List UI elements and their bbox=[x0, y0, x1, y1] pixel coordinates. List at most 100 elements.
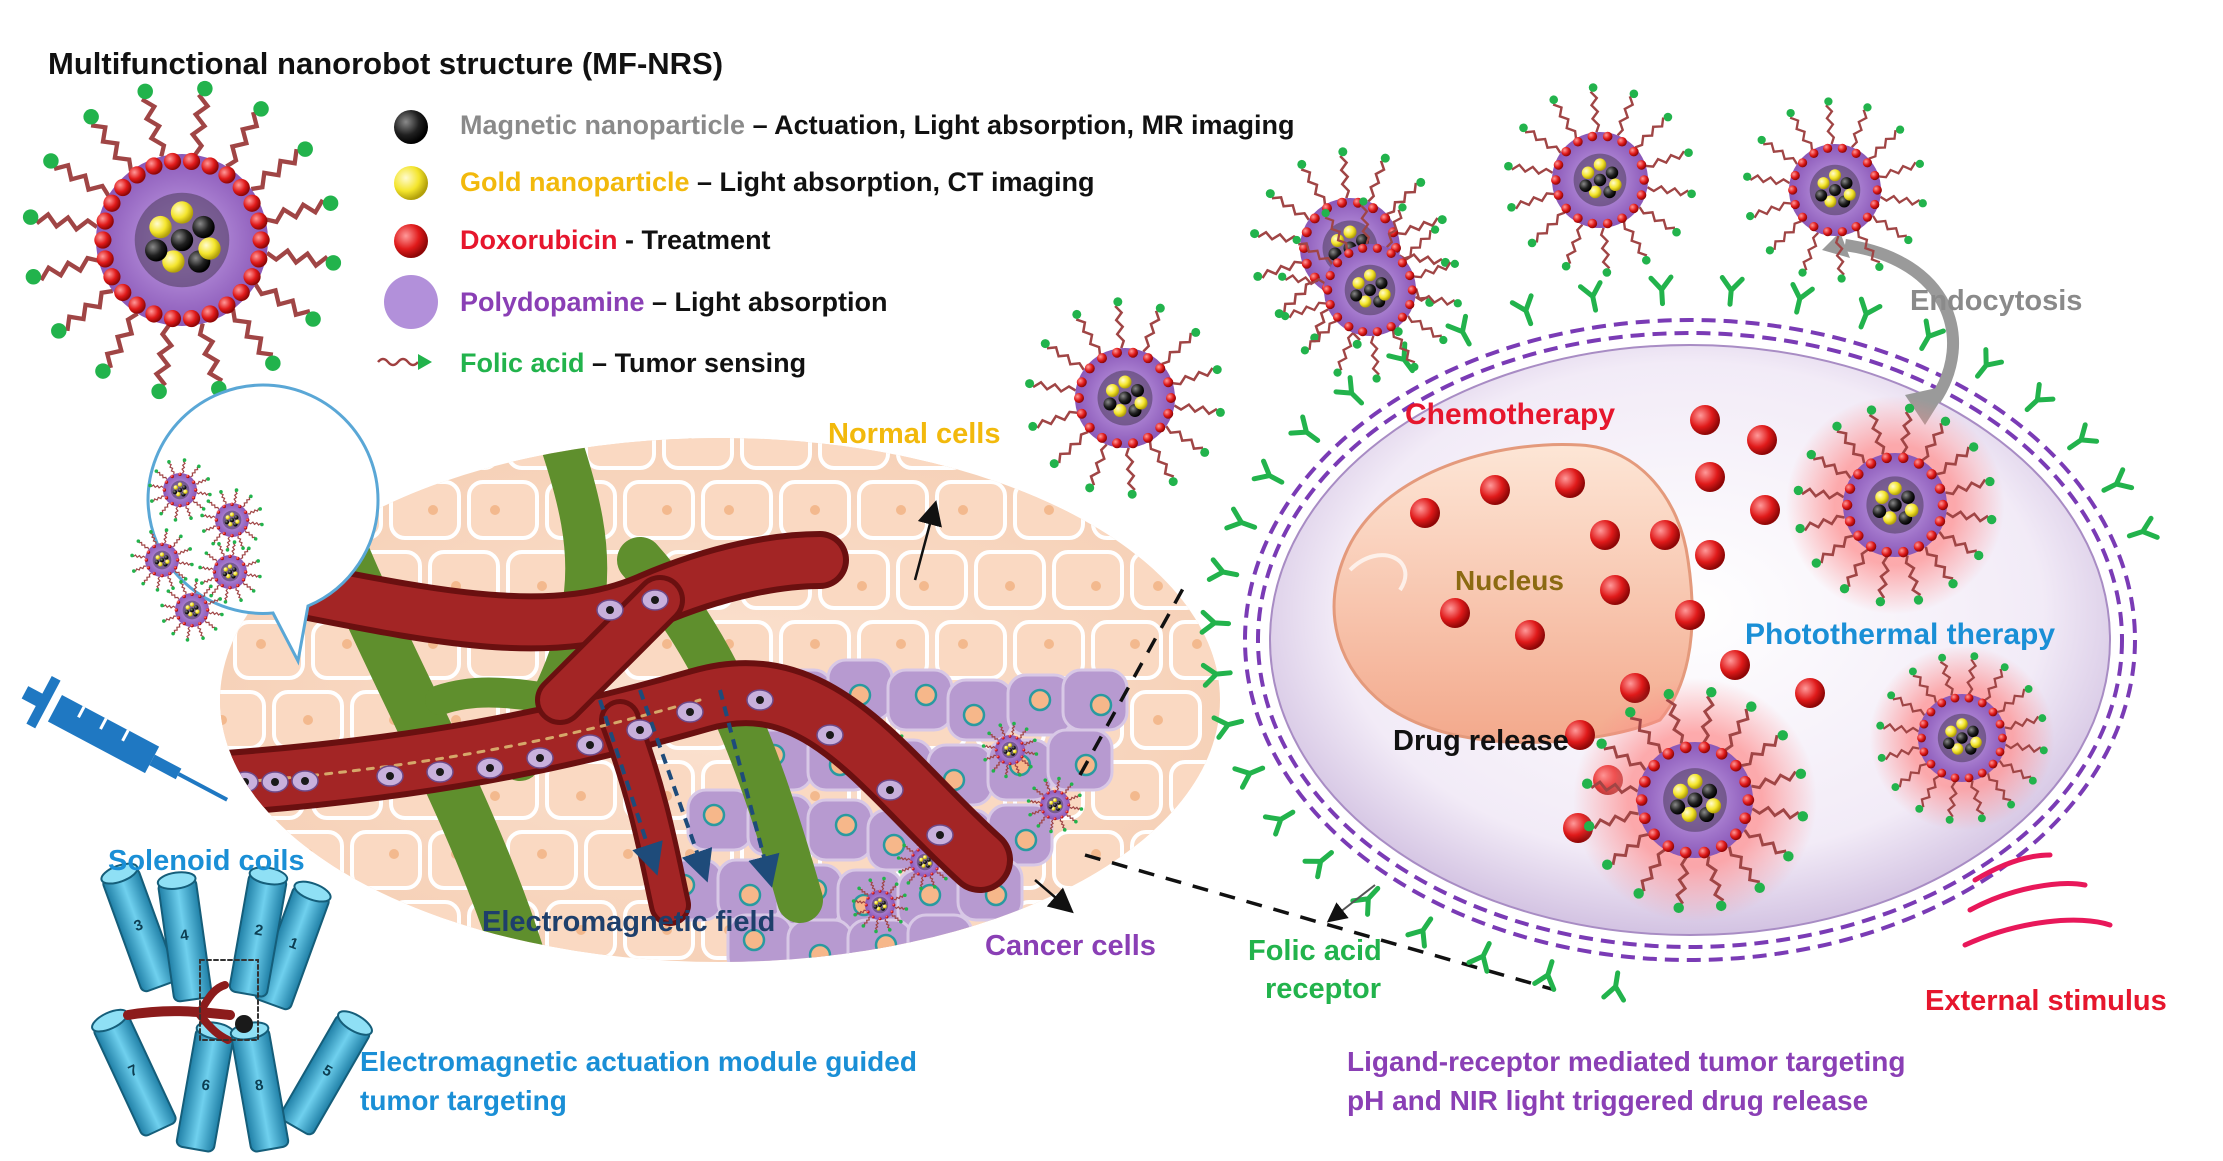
solenoid-coil: 2 bbox=[228, 866, 289, 998]
solenoid-coils-label: Solenoid coils bbox=[108, 845, 305, 877]
endocytosis-label: Endocytosis bbox=[1910, 285, 2083, 317]
vessel-nanorobot bbox=[231, 771, 259, 793]
folic-acid-receptor bbox=[1262, 809, 1296, 837]
doxorubicin-drugs bbox=[1410, 405, 1825, 843]
actuation-caption-line1: Electromagnetic actuation module guided bbox=[360, 1046, 917, 1077]
drug-release-label: Drug release bbox=[1393, 725, 1569, 757]
doxorubicin-drug bbox=[1600, 575, 1630, 605]
legend-magnetic-icon bbox=[394, 110, 428, 144]
folic-acid-receptor bbox=[1211, 715, 1245, 740]
vessel-nanorobot bbox=[596, 599, 624, 621]
doxorubicin-drug bbox=[1515, 620, 1545, 650]
legend-folic-acid-icon bbox=[377, 354, 432, 370]
nanorobot bbox=[160, 578, 224, 642]
nanorobot bbox=[981, 721, 1039, 779]
folic-acid-receptor bbox=[1445, 313, 1472, 347]
folic-acid-receptor bbox=[2067, 422, 2100, 451]
nanorobot bbox=[1025, 297, 1225, 499]
vessel-nanorobot bbox=[926, 824, 954, 846]
nanorobot bbox=[1278, 197, 1462, 383]
cancer-cells-arrow bbox=[1034, 879, 1074, 914]
legend-item-doxorubicin: Doxorubicin - Treatment bbox=[460, 225, 771, 255]
folic-acid-receptor bbox=[1199, 609, 1232, 635]
normal-cells-arrow bbox=[913, 500, 942, 581]
doxorubicin-drug bbox=[1750, 495, 1780, 525]
vessel-nanorobot bbox=[376, 765, 404, 787]
nanorobot bbox=[1743, 97, 1927, 283]
folic-acid-receptor bbox=[1577, 280, 1603, 313]
nanorobot bbox=[198, 540, 262, 604]
receptor-pointer bbox=[1326, 884, 1376, 923]
vessel-nanorobot bbox=[816, 724, 844, 746]
actuation-caption-line2: tumor targeting bbox=[360, 1085, 567, 1116]
folic-acid-receptor bbox=[2024, 381, 2056, 413]
nanorobot-structure-icon bbox=[22, 80, 342, 400]
legend-item-folic-acid: Folic acid – Tumor sensing bbox=[460, 348, 807, 378]
nanorobot bbox=[1504, 83, 1696, 277]
vessel-nanorobot bbox=[676, 701, 704, 723]
vessel-nanorobots bbox=[231, 589, 954, 846]
folic-acid-receptor bbox=[1532, 959, 1557, 992]
ligand-caption-line2: pH and NIR light triggered drug release bbox=[1347, 1085, 1869, 1116]
cancer-cells-label: Cancer cells bbox=[985, 930, 1156, 962]
vessel-nanorobot bbox=[476, 757, 504, 779]
nanorobots bbox=[1025, 83, 2055, 922]
vessel-nanorobot bbox=[261, 771, 289, 793]
figure-title: Multifunctional nanorobot structure (MF-… bbox=[48, 46, 724, 81]
coil-number: 2 bbox=[253, 921, 264, 939]
coil-number: 4 bbox=[179, 926, 190, 944]
doxorubicin-drug bbox=[1720, 650, 1750, 680]
electromagnetic-field-arrows bbox=[598, 689, 780, 888]
doxorubicin-drug bbox=[1690, 405, 1720, 435]
vessel-nanorobot bbox=[746, 689, 774, 711]
zoom-dashed-lines bbox=[1078, 584, 1556, 992]
folic-acid-receptor-label-line2: receptor bbox=[1265, 973, 1382, 1005]
doxorubicin-drug bbox=[1747, 425, 1777, 455]
doxorubicin-drug bbox=[1555, 468, 1585, 498]
folic-acid-receptor bbox=[1333, 375, 1365, 406]
nanorobot bbox=[200, 488, 264, 552]
nanorobot bbox=[22, 80, 342, 400]
doxorubicin-drug bbox=[1590, 520, 1620, 550]
doxorubicin-drug bbox=[1565, 720, 1595, 750]
folic-acid-receptor bbox=[1232, 765, 1266, 790]
folic-acid-receptor bbox=[1466, 941, 1492, 974]
folic-acid-receptor bbox=[1509, 293, 1534, 327]
electromagnetic-field-label: Electromagnetic field bbox=[482, 906, 776, 938]
nanorobot bbox=[1785, 395, 2005, 615]
ligand-caption-line1: Ligand-receptor mediated tumor targeting bbox=[1347, 1046, 1906, 1077]
legend-item-gold: Gold nanoparticle – Light absorption, CT… bbox=[460, 167, 1095, 197]
folic-acid-receptor bbox=[1719, 274, 1745, 307]
vessel-nanorobot bbox=[526, 747, 554, 769]
doxorubicin-drug bbox=[1650, 520, 1680, 550]
vessel-nanorobot bbox=[576, 734, 604, 756]
zoom-bubble bbox=[130, 383, 380, 666]
solenoid-coil: 5 bbox=[279, 1010, 373, 1136]
doxorubicin-drug bbox=[1695, 462, 1725, 492]
chemotherapy-label: Chemotherapy bbox=[1405, 398, 1616, 431]
legend-gold-icon bbox=[394, 166, 428, 200]
doxorubicin-drug bbox=[1675, 600, 1705, 630]
coil-center-vessel bbox=[123, 959, 259, 1044]
normal-cells-label: Normal cells bbox=[828, 418, 1001, 450]
solenoid-coil: 3 bbox=[100, 862, 178, 993]
legend-doxorubicin-icon bbox=[394, 224, 428, 258]
folic-acid-receptor bbox=[1858, 296, 1883, 330]
vessel-nanorobot bbox=[426, 761, 454, 783]
folic-acid-receptor bbox=[1974, 347, 2005, 379]
nanorobot bbox=[851, 876, 909, 934]
folic-acid-receptor bbox=[2101, 467, 2135, 493]
folic-acid-receptor bbox=[1648, 274, 1674, 307]
photothermal-label: Photothermal therapy bbox=[1745, 618, 2056, 651]
folic-acid-receptor bbox=[1206, 557, 1240, 582]
vessel-nanorobot bbox=[291, 770, 319, 792]
solenoid-coil: 1 bbox=[254, 880, 332, 1011]
folic-acid-receptor-label-line1: Folic acid bbox=[1248, 935, 1382, 967]
folic-acid-receptors bbox=[1199, 274, 2160, 1003]
folic-acid-receptor bbox=[1601, 970, 1627, 1003]
external-stimulus-label: External stimulus bbox=[1925, 985, 2167, 1017]
folic-acid-receptor bbox=[1288, 414, 1321, 443]
nanorobot bbox=[130, 528, 194, 592]
